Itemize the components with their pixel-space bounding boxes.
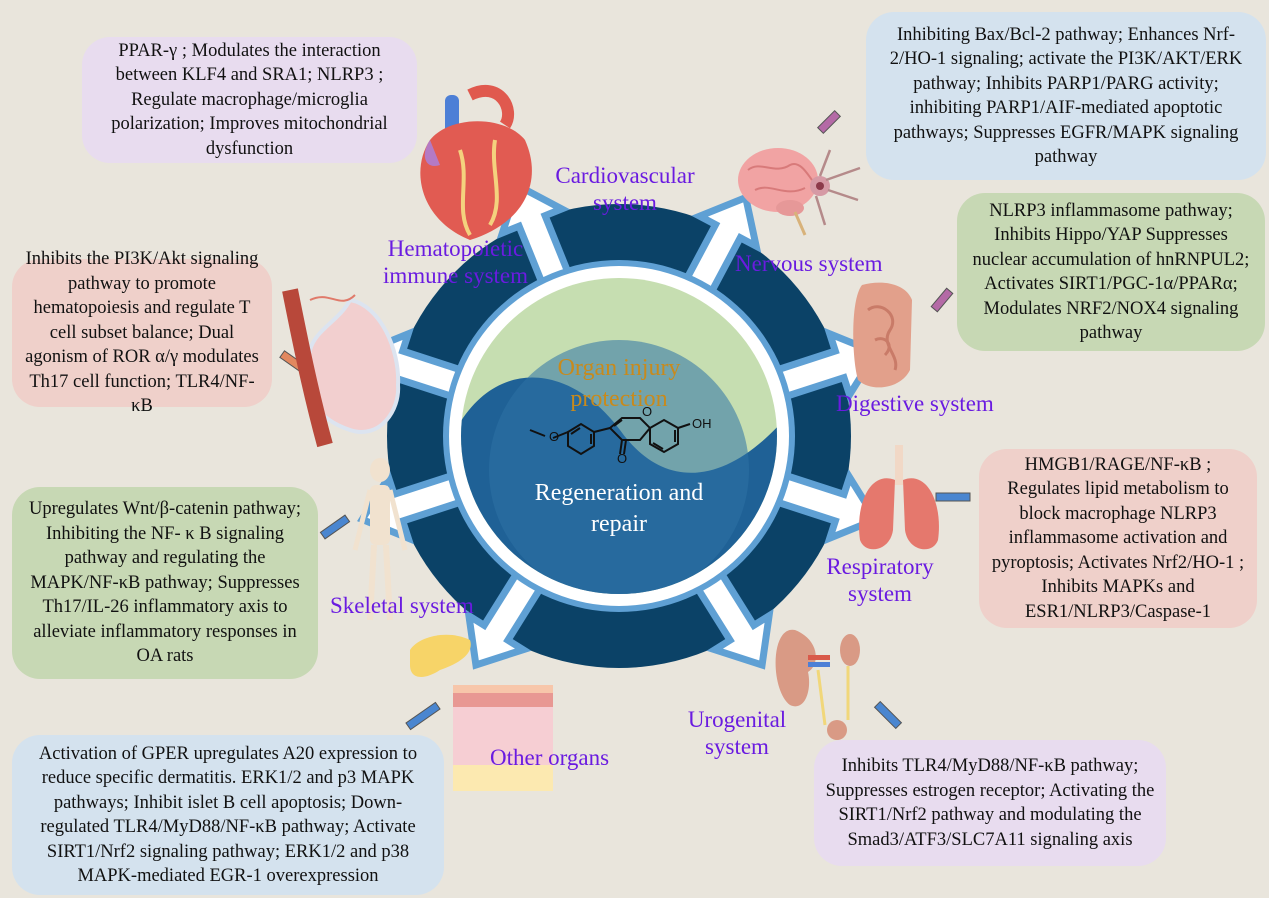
label-digestive: Digestive system xyxy=(836,390,994,417)
brain-icon xyxy=(738,148,861,236)
label-respiratory-line2: system xyxy=(848,581,912,606)
label-hematopoietic-line1: Hematopoietic xyxy=(387,236,524,261)
molecule-structure xyxy=(529,417,691,456)
label-urogenital-line2: system xyxy=(705,734,769,759)
mechanism-box-skeletal: Upregulates Wnt/β-catenin pathway; Inhib… xyxy=(12,487,318,679)
mechanism-text-cardiovascular: PPAR-γ ; Modulates the interaction betwe… xyxy=(111,40,388,159)
yin-yang-core xyxy=(461,278,777,594)
lungs-icon xyxy=(859,445,939,550)
molecule-ring-oxygen-label: O xyxy=(642,404,652,419)
mechanism-text-digestive: NLRP3 inflammasome pathway; Inhibits Hip… xyxy=(972,200,1250,344)
mechanism-box-respiratory: HMGB1/RAGE/NF-κB ; Regulates lipid metab… xyxy=(979,449,1257,628)
molecule-oxygen-label: O xyxy=(549,429,559,444)
mechanism-box-other: Activation of GPER upregulates A20 expre… xyxy=(12,735,444,895)
mechanism-text-nervous: Inhibiting Bax/Bcl-2 pathway; Enhances N… xyxy=(889,24,1243,168)
label-cardiovascular-line2: system xyxy=(593,190,657,215)
label-nervous: Nervous system xyxy=(735,250,883,277)
label-hematopoietic: Hematopoietic immune system xyxy=(373,235,538,289)
mechanism-box-digestive: NLRP3 inflammasome pathway; Inhibits Hip… xyxy=(957,193,1265,351)
label-other: Other organs xyxy=(490,744,609,771)
label-cardiovascular: Cardiovascular system xyxy=(540,162,710,216)
molecule-carbonyl-oxygen-label: O xyxy=(617,451,627,466)
connector-digestive xyxy=(930,287,954,313)
label-digestive-line1: Digestive system xyxy=(836,391,994,416)
mechanism-box-urogenital: Inhibits TLR4/MyD88/NF-κB pathway; Suppr… xyxy=(814,740,1166,866)
mechanism-text-urogenital: Inhibits TLR4/MyD88/NF-κB pathway; Suppr… xyxy=(825,756,1155,850)
label-respiratory-line1: Respiratory xyxy=(826,554,934,579)
mechanism-text-hematopoietic: Inhibits the PI3K/Akt signaling pathway … xyxy=(25,249,259,417)
label-urogenital: Urogenital system xyxy=(672,706,802,760)
center-top-label-line1: Organ injury xyxy=(557,355,681,381)
center-bottom-label: Regeneration and repair xyxy=(509,478,729,540)
mechanism-box-nervous: Inhibiting Bax/Bcl-2 pathway; Enhances N… xyxy=(866,12,1266,180)
mechanism-box-hematopoietic: Inhibits the PI3K/Akt signaling pathway … xyxy=(12,249,272,416)
skeleton-icon xyxy=(352,458,408,621)
mechanism-text-respiratory: HMGB1/RAGE/NF-κB ; Regulates lipid metab… xyxy=(991,454,1245,622)
center-bottom-label-line2: repair xyxy=(591,511,647,537)
label-skeletal: Skeletal system xyxy=(330,592,474,619)
connector-nervous xyxy=(816,109,842,135)
mechanism-text-skeletal: Upregulates Wnt/β-catenin pathway; Inhib… xyxy=(28,499,302,667)
label-skeletal-line1: Skeletal system xyxy=(330,593,474,618)
mechanism-box-cardiovascular: PPAR-γ ; Modulates the interaction betwe… xyxy=(82,37,417,163)
label-cardiovascular-line1: Cardiovascular xyxy=(555,163,695,188)
blood-vessel-icon xyxy=(282,288,401,448)
label-respiratory: Respiratory system xyxy=(820,553,940,607)
label-nervous-line1: Nervous system xyxy=(735,251,883,276)
label-hematopoietic-line2: immune system xyxy=(382,263,529,288)
connector-respiratory xyxy=(935,492,971,502)
center-top-label: Organ injury protection xyxy=(519,353,719,415)
mechanism-text-other: Activation of GPER upregulates A20 expre… xyxy=(38,743,418,887)
connector-other xyxy=(405,701,441,731)
heart-icon xyxy=(420,84,532,240)
molecule-hydroxyl-label: OH xyxy=(692,416,712,431)
connector-skeletal xyxy=(319,514,351,540)
label-other-line1: Other organs xyxy=(490,745,610,770)
label-urogenital-line1: Urogenital xyxy=(687,707,787,732)
kidney-icon xyxy=(775,629,860,740)
center-bottom-label-line1: Regeneration and xyxy=(534,480,704,506)
intestine-icon xyxy=(853,282,912,388)
skin-pancreas-icon xyxy=(410,634,553,791)
connector-urogenital xyxy=(873,700,903,730)
center-top-label-line2: protection xyxy=(570,386,668,412)
core-blue-highlight xyxy=(489,340,749,594)
